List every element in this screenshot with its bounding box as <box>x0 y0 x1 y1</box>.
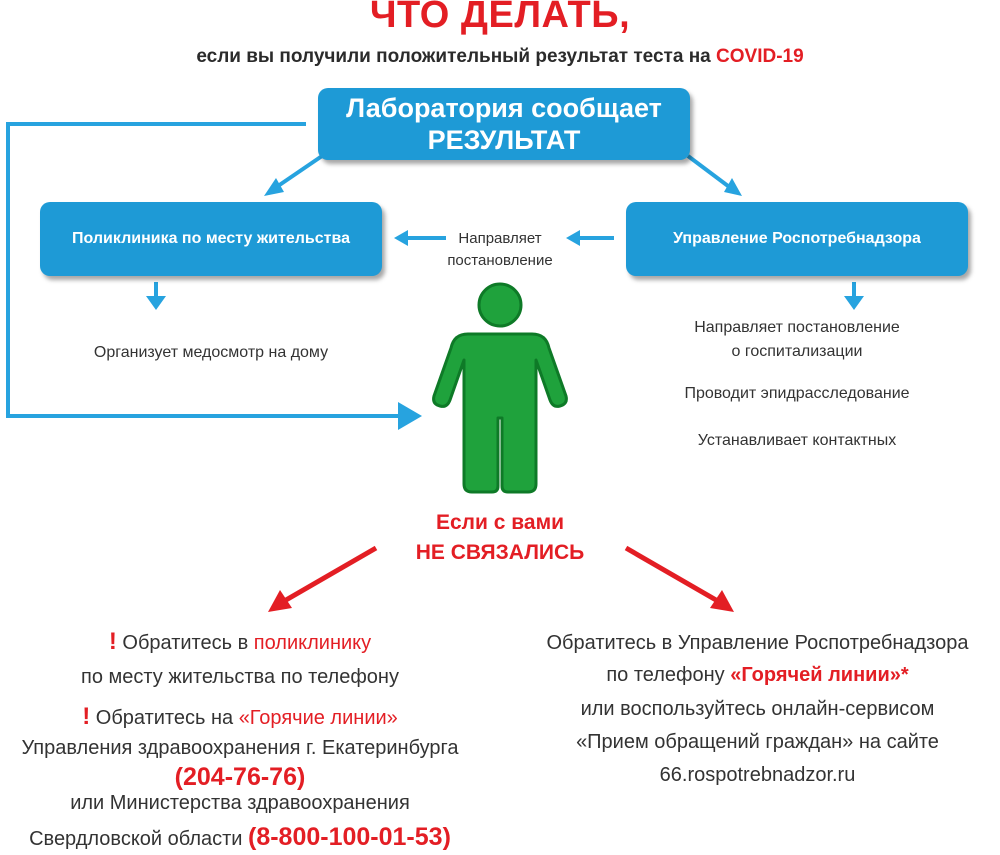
rpn-action-investigation: Проводит эпидрасследование <box>684 385 910 402</box>
phone-region[interactable]: (8-800-100-01-53) <box>248 823 451 851</box>
directs-line2: постановление <box>447 252 553 269</box>
rpn-action-contacts: Устанавливает контактных <box>697 432 897 449</box>
not-contacted-label: Если с вами НЕ СВЯЗАЛИСЬ <box>340 508 660 568</box>
clinic-box: Поликлиника по месту жительства <box>40 202 382 276</box>
lab-box-line1: Лаборатория сообщает <box>346 93 662 123</box>
right-line-1: Обратитесь в Управление Роспотребнадзора <box>546 632 969 654</box>
page-subtitle: если вы получили положительный результат… <box>0 46 1000 68</box>
clinic-box-label: Поликлиника по месту жительства <box>72 230 350 247</box>
right-line-3: или воспользуйтесь онлайн-сервисом <box>580 698 935 720</box>
left-line-2: по месту жительства по телефону <box>81 666 399 688</box>
left-line1-prefix: Обратитесь в <box>116 632 254 654</box>
rpn-website-link[interactable]: 66.rospotrebnadzor.ru <box>659 764 856 786</box>
rpn-action1-line2: о госпитализации <box>731 343 863 360</box>
left-line3-prefix: Обратитесь на <box>90 707 239 729</box>
rospotrebnadzor-box: Управление Роспотребнадзора <box>626 202 968 276</box>
loop-arrow-line <box>6 122 398 418</box>
exclamation-icon: ! <box>108 628 117 655</box>
not-contacted-line2: НЕ СВЯЗАЛИСЬ <box>415 541 585 564</box>
phone-ekb[interactable]: (204-76-76) <box>174 763 306 791</box>
clinic-action-text: Организует медосмотр на дому <box>93 344 329 361</box>
left-line-6: Свердловской области (8-800-100-01-53) <box>0 823 480 852</box>
right-line2-prefix: по телефону <box>606 664 731 686</box>
subtitle-highlight: COVID-19 <box>716 46 804 67</box>
lab-box-line2: РЕЗУЛЬТАТ <box>427 125 581 155</box>
left-line-4: Управления здравоохранения г. Екатеринбу… <box>21 737 459 759</box>
right-line-4: «Прием обращений граждан» на сайте <box>576 731 939 753</box>
directs-line1: Направляет <box>458 230 542 247</box>
loop-arrowhead <box>398 402 422 430</box>
page-title: ЧТО ДЕЛАТЬ, <box>369 0 631 36</box>
rpn-action-hospitalization: Направляет постановление о госпитализаци… <box>626 316 968 364</box>
subtitle-text: если вы получили положительный результат… <box>196 46 717 67</box>
directs-decree-label: Направляет постановление <box>420 228 580 272</box>
not-contacted-line1: Если с вами <box>435 511 565 534</box>
lab-result-box: Лаборатория сообщает РЕЗУЛЬТАТ <box>318 88 690 160</box>
rpn-action1-line1: Направляет постановление <box>694 319 900 336</box>
left-line-3: ! Обратитесь на «Горячие линии» <box>0 703 480 731</box>
left-line6-prefix: Свердловской области <box>29 828 248 850</box>
right-line-2: по телефону «Горячей линии»* <box>515 664 1000 687</box>
exclamation-icon: ! <box>82 703 91 730</box>
left-line-1: ! Обратитесь в поликлинику <box>0 628 480 656</box>
rpn-box-label: Управление Роспотребнадзора <box>673 230 921 247</box>
hotline-highlight: «Горячие линии» <box>238 707 398 729</box>
clinic-highlight: поликлинику <box>253 632 372 654</box>
left-line-5: или Министерства здравоохранения <box>70 792 410 814</box>
rpn-hotline-highlight: «Горячей линии»* <box>730 664 909 686</box>
